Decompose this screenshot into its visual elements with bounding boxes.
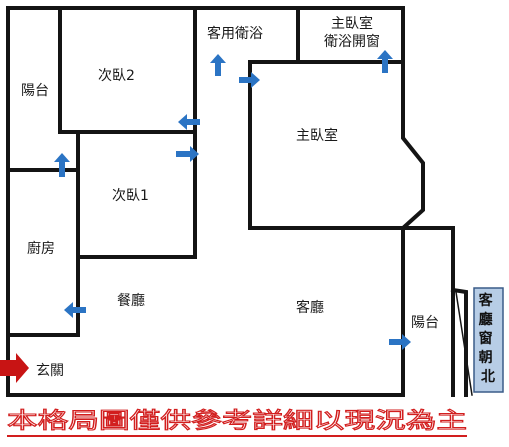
room-label-balcony-left: 陽台 (21, 83, 49, 99)
arrow-up-icon (377, 50, 393, 73)
north-label-box (473, 287, 504, 393)
room-label-bedroom1: 次臥1 (112, 188, 149, 204)
room-label-dining: 餐廳 (117, 292, 145, 309)
entrance-arrow-icon (0, 353, 29, 383)
room-label-living: 客廳 (296, 299, 324, 316)
arrow-right-icon (176, 146, 199, 162)
room-label-balcony-right: 陽台 (411, 315, 439, 331)
north-label: 客 廳 窗 朝 北 (478, 292, 498, 385)
arrow-right-icon (389, 334, 411, 350)
room-label-guest-bath: 客用衛浴 (207, 25, 263, 42)
arrow-left-icon (64, 302, 86, 318)
room-label-kitchen: 廚房 (27, 240, 55, 257)
arrow-up-icon (54, 153, 70, 177)
window-arrows (54, 50, 411, 350)
room-label-master-bath: 主臥室衛浴開窗 (324, 15, 380, 50)
walls (6, 6, 473, 397)
arrow-right-icon (239, 72, 260, 88)
arrow-left-icon (178, 114, 200, 130)
disclaimer-text: 本格局圖僅供參考詳細以現況為主 (7, 409, 467, 434)
room-label-bedroom2: 次臥2 (98, 68, 135, 84)
arrow-up-icon (210, 54, 226, 76)
room-label-master-bedroom: 主臥室 (296, 127, 338, 144)
room-label-entrance: 玄關 (36, 362, 64, 379)
